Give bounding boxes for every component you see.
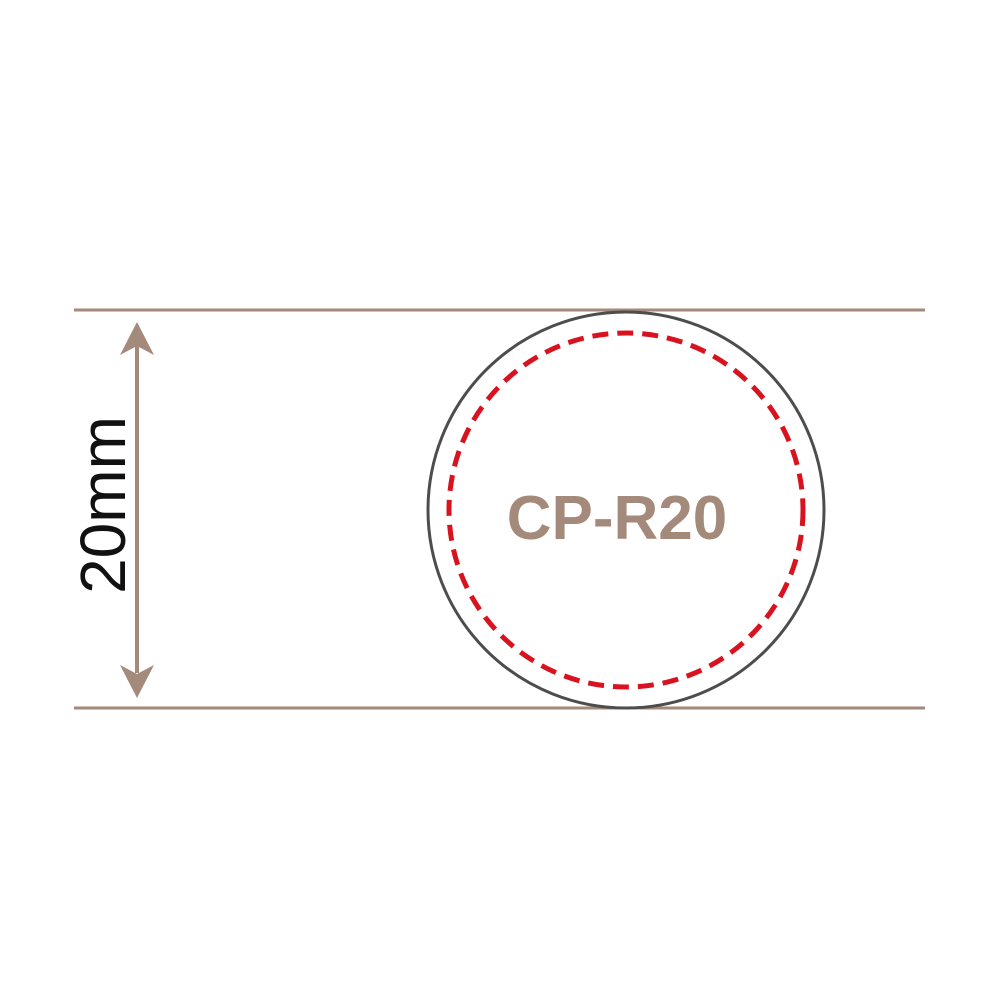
cut-line-circle (446, 330, 806, 690)
arrow-up-icon (120, 322, 154, 355)
dimension-arrow (120, 322, 154, 698)
product-label: CP-R20 (507, 484, 728, 553)
dimension-label: 20mm (67, 416, 139, 594)
product-circle-outline (426, 310, 826, 710)
arrow-down-icon (120, 665, 154, 698)
